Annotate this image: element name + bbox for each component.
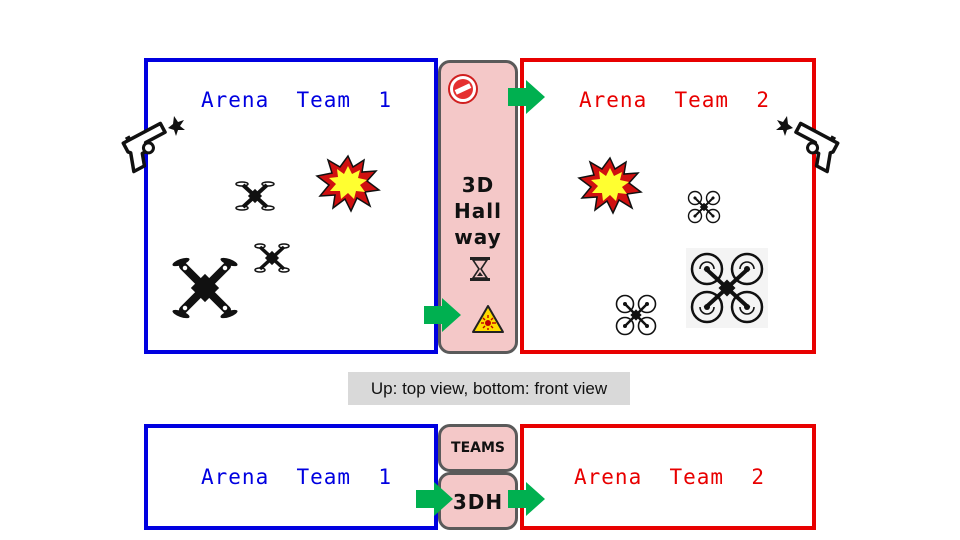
teams-box: TEAMS xyxy=(438,424,518,472)
hallway-label-2: Hall xyxy=(454,199,502,223)
hallway-top: 3D Hall way xyxy=(438,60,518,354)
arrow-icon-top-left xyxy=(424,298,461,332)
explosion-icon-left xyxy=(315,154,381,213)
no-entry-icon xyxy=(448,74,478,104)
hourglass-icon xyxy=(470,257,490,281)
arena-team-2-front-title: Arena Team 2 xyxy=(574,465,766,489)
hallway-label-1: 3D xyxy=(461,173,495,197)
hallway-front-label: 3DH xyxy=(452,490,504,514)
gun-icon-right xyxy=(776,116,840,174)
drone-icon-1 xyxy=(235,181,275,211)
arrow-icon-top-right xyxy=(508,80,545,114)
drone-icon-6 xyxy=(686,248,768,328)
arena-team-2-title: Arena Team 2 xyxy=(579,88,771,112)
drone-icon-5 xyxy=(615,294,657,336)
arrow-icon-front-left xyxy=(416,482,453,516)
arena-team-1-title: Arena Team 1 xyxy=(201,88,393,112)
drone-icon-3 xyxy=(172,257,238,319)
drone-icon-2 xyxy=(254,243,290,273)
arrow-icon-front-right xyxy=(508,482,545,516)
arena-team-1-front xyxy=(144,424,438,530)
arena-team-1-front-title: Arena Team 1 xyxy=(201,465,393,489)
view-caption: Up: top view, bottom: front view xyxy=(348,372,630,405)
laser-warning-icon xyxy=(472,305,504,333)
drone-icon-4 xyxy=(687,190,721,224)
explosion-icon-right xyxy=(577,156,643,215)
gun-icon-left xyxy=(121,116,185,174)
arena-team-2-front xyxy=(520,424,816,530)
hallway-label-3: way xyxy=(454,225,502,249)
teams-box-label: TEAMS xyxy=(451,440,505,456)
